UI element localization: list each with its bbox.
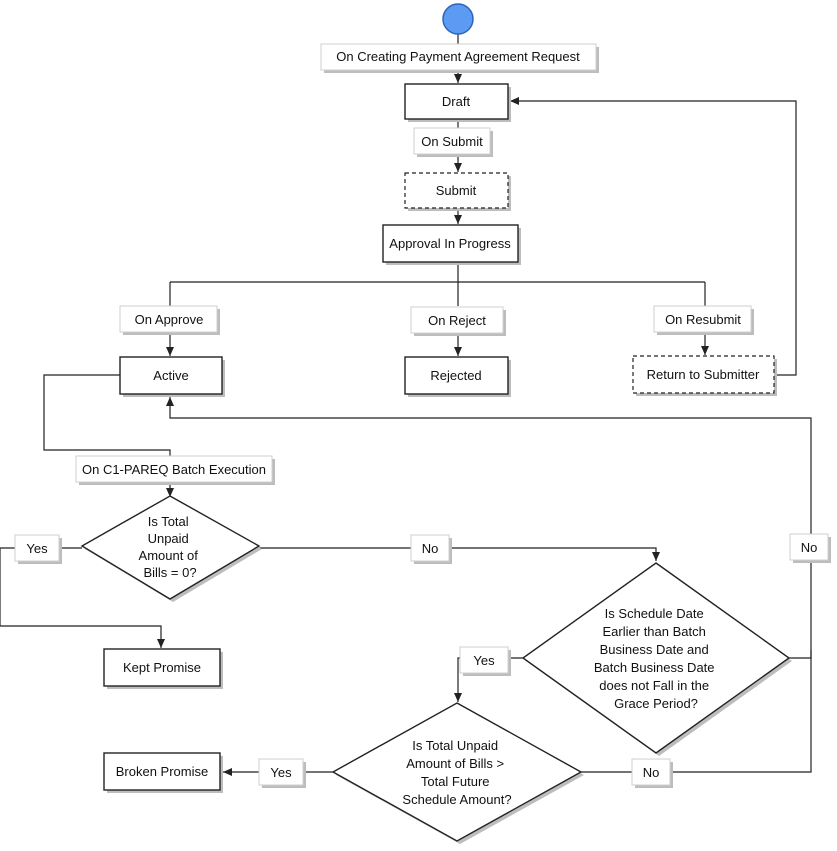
decision-schedule-date: Is Schedule Date Earlier than Batch Busi… xyxy=(521,562,791,754)
label-yes-2-text: Yes xyxy=(473,653,495,668)
label-on-resubmit: On Resubmit xyxy=(653,305,752,333)
label-on-batch-text: On C1-PAREQ Batch Execution xyxy=(82,462,266,477)
edge-return-to-draft xyxy=(510,97,797,376)
label-on-creating-text: On Creating Payment Agreement Request xyxy=(336,49,580,64)
node-rejected: Rejected xyxy=(404,356,509,395)
node-active: Active xyxy=(119,356,223,395)
label-no-right: No xyxy=(789,533,829,561)
decision1-line-2: Unpaid xyxy=(148,531,189,546)
decision-total-unpaid-zero: Is Total Unpaid Amount of Bills = 0? xyxy=(80,495,261,600)
node-active-text: Active xyxy=(153,368,188,383)
node-kept-promise: Kept Promise xyxy=(103,648,221,687)
node-broken-text: Broken Promise xyxy=(116,764,208,779)
start-node xyxy=(442,3,474,35)
decision2-line-3: Business Date and xyxy=(600,642,709,657)
label-no-1-text: No xyxy=(422,541,439,556)
decision2-line-6: Grace Period? xyxy=(614,696,698,711)
decision3-line-1: Is Total Unpaid xyxy=(412,738,498,753)
edge-active-to-batch xyxy=(43,374,171,456)
node-draft: Draft xyxy=(404,83,509,120)
node-approval-in-progress: Approval In Progress xyxy=(382,224,519,263)
node-broken-promise: Broken Promise xyxy=(103,752,221,791)
state-nodes: Draft Submit Approval In Progress Active… xyxy=(103,83,775,791)
decision-unpaid-vs-future: Is Total Unpaid Amount of Bills > Total … xyxy=(331,702,583,842)
decision1-line-1: Is Total xyxy=(148,514,189,529)
decision-total-unpaid-zero-text: Is Total Unpaid Amount of Bills = 0? xyxy=(139,514,202,580)
decision3-line-3: Total Future xyxy=(421,774,490,789)
connectors xyxy=(0,34,812,776)
label-on-approve-text: On Approve xyxy=(135,312,204,327)
label-on-batch: On C1-PAREQ Batch Execution xyxy=(75,455,273,483)
node-return-text: Return to Submitter xyxy=(647,367,760,382)
edge-decision1-no xyxy=(259,547,660,561)
label-on-reject-text: On Reject xyxy=(428,313,486,328)
start-circle xyxy=(442,3,474,35)
edge-decision2-no xyxy=(166,397,812,659)
label-yes-2: Yes xyxy=(459,646,509,674)
node-return-to-submitter: Return to Submitter xyxy=(632,355,775,394)
decision2-line-1: Is Schedule Date xyxy=(605,606,704,621)
decision-schedule-date-text: Is Schedule Date Earlier than Batch Busi… xyxy=(594,606,718,711)
label-on-reject: On Reject xyxy=(410,306,504,334)
decision3-line-2: Amount of Bills > xyxy=(406,756,504,771)
label-yes-3-text: Yes xyxy=(270,765,292,780)
label-on-submit-text: On Submit xyxy=(421,134,483,149)
label-no-3-text: No xyxy=(643,765,660,780)
node-draft-text: Draft xyxy=(442,94,471,109)
node-submit-text: Submit xyxy=(436,183,477,198)
label-on-submit: On Submit xyxy=(413,127,491,155)
node-kept-text: Kept Promise xyxy=(123,660,201,675)
decision3-line-4: Schedule Amount? xyxy=(402,792,511,807)
label-on-resubmit-text: On Resubmit xyxy=(665,312,741,327)
label-no-1: No xyxy=(410,534,450,562)
decision1-line-4: Bills = 0? xyxy=(143,565,196,580)
label-no-right-text: No xyxy=(801,540,818,555)
label-yes-1: Yes xyxy=(14,534,60,562)
label-on-creating: On Creating Payment Agreement Request xyxy=(320,43,597,71)
event-labels: On Creating Payment Agreement Request On… xyxy=(14,43,829,786)
decision2-line-2: Earlier than Batch xyxy=(603,624,706,639)
node-rejected-text: Rejected xyxy=(430,368,481,383)
label-yes-3: Yes xyxy=(258,758,304,786)
label-on-approve: On Approve xyxy=(119,305,218,333)
label-no-3: No xyxy=(631,758,671,786)
decision-unpaid-vs-future-text: Is Total Unpaid Amount of Bills > Total … xyxy=(402,738,511,807)
decision-nodes: Is Total Unpaid Amount of Bills = 0? Is … xyxy=(80,495,791,842)
decision2-line-4: Batch Business Date xyxy=(594,660,715,675)
label-yes-1-text: Yes xyxy=(26,541,48,556)
decision2-line-5: does not Fall in the xyxy=(599,678,709,693)
node-submit: Submit xyxy=(404,172,509,209)
node-approval-text: Approval In Progress xyxy=(389,236,511,251)
decision1-line-3: Amount of xyxy=(139,548,199,563)
